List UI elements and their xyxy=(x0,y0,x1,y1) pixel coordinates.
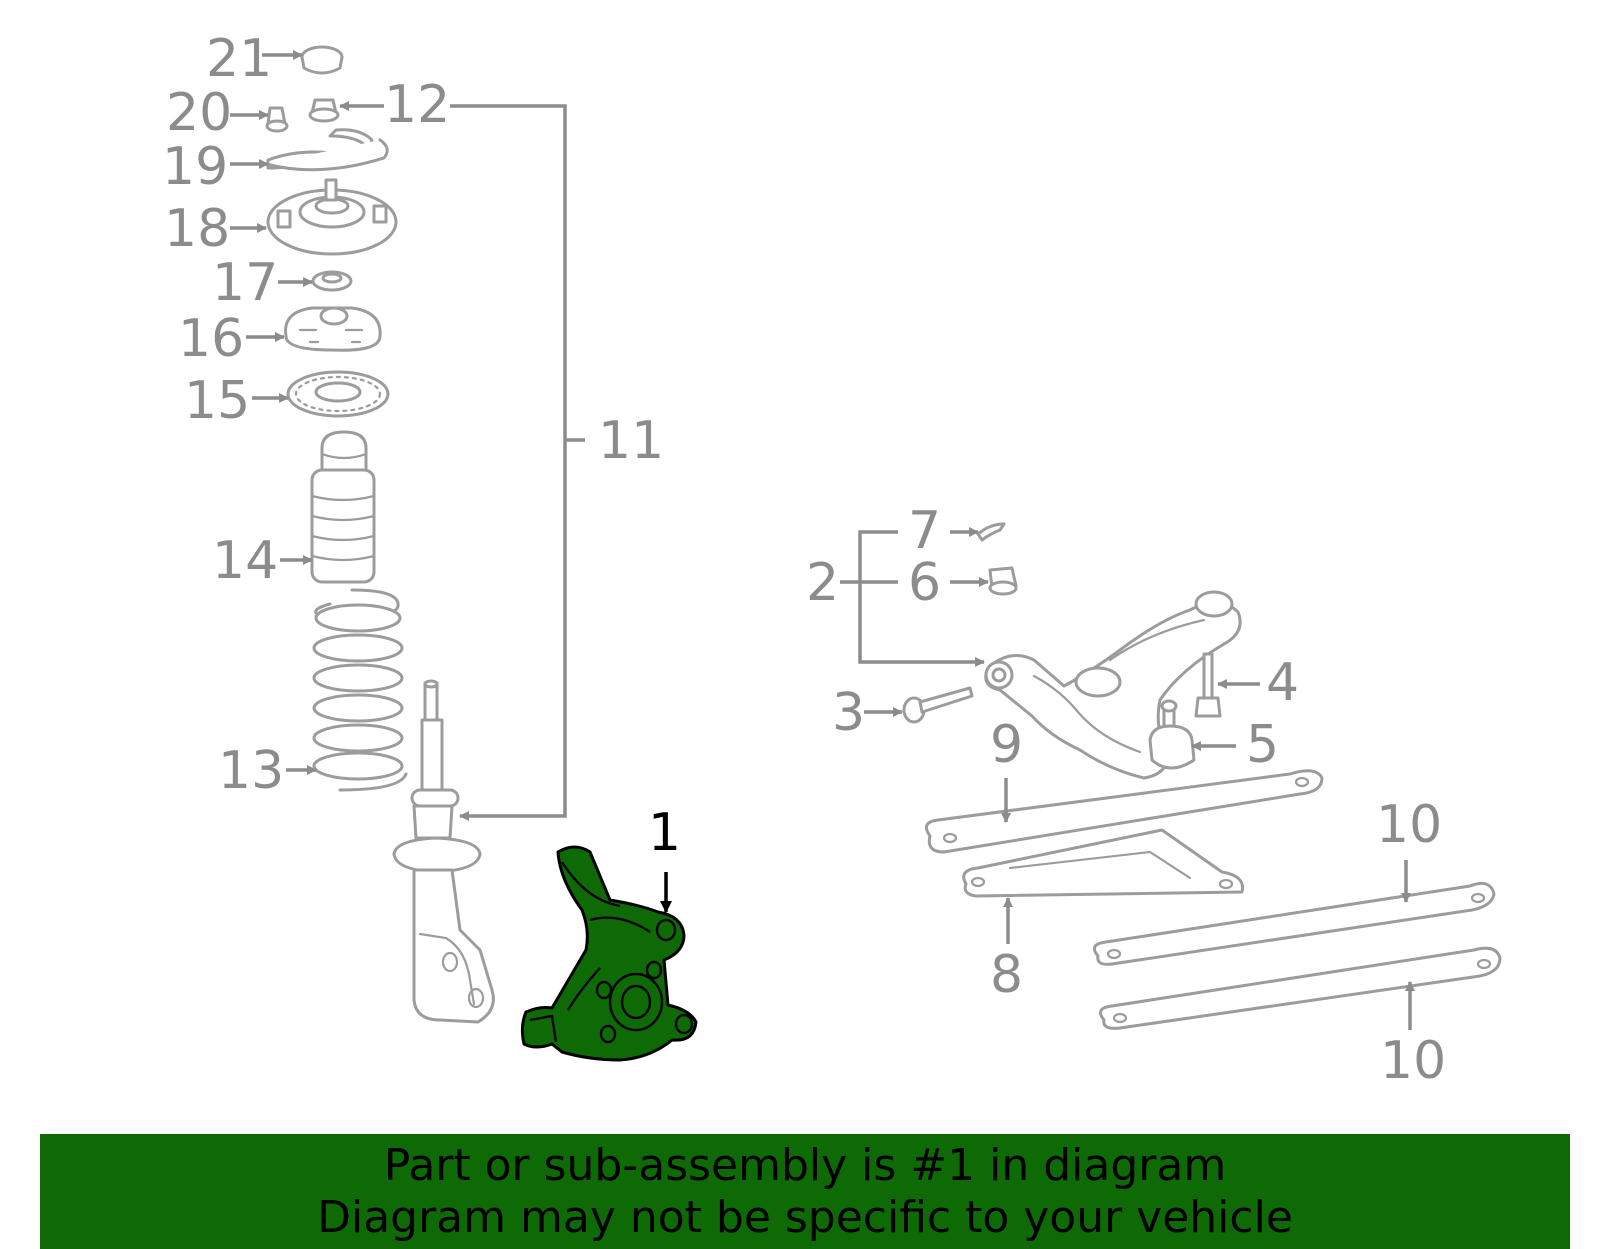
part-8-link xyxy=(962,828,1245,898)
part-13-coil-spring xyxy=(312,588,408,792)
part-7-cotter-pin xyxy=(976,522,1006,542)
part-1-steering-knuckle[interactable] xyxy=(520,845,698,1062)
part-14-bumper-boot xyxy=(310,430,376,584)
callout-18: 18 xyxy=(164,199,230,259)
part-20-nut xyxy=(265,106,289,133)
callout-3: 3 xyxy=(832,683,865,743)
callout-19: 19 xyxy=(162,137,228,197)
callout-1[interactable]: 1 xyxy=(648,803,681,863)
part-9-link xyxy=(924,769,1324,854)
part-19-bracket xyxy=(264,128,389,172)
part-21-bump-cap xyxy=(300,45,344,75)
callout-7: 7 xyxy=(908,501,941,561)
callout-11: 11 xyxy=(598,411,664,471)
part-4-bolt xyxy=(1194,652,1222,718)
leader-lines xyxy=(230,50,1415,1030)
part-2-lower-control-arm xyxy=(984,590,1242,780)
callout-10-upper: 10 xyxy=(1376,795,1442,855)
callout-2: 2 xyxy=(806,553,839,613)
callout-14: 14 xyxy=(212,531,278,591)
banner-line-2: Diagram may not be specific to your vehi… xyxy=(317,1192,1293,1243)
part-3-bolt xyxy=(902,686,974,724)
part-10-link-lower xyxy=(1098,946,1502,1030)
part-12-nut xyxy=(308,98,340,123)
part-15-insulator xyxy=(286,370,390,418)
part-18-strut-mount xyxy=(266,178,398,256)
callout-labels: 21 20 12 19 18 17 16 15 11 14 13 1 7 2 6… xyxy=(162,29,1446,1091)
callout-20: 20 xyxy=(166,83,232,143)
callout-5: 5 xyxy=(1246,715,1279,775)
callout-15: 15 xyxy=(184,371,250,431)
part-17-washer xyxy=(311,270,353,292)
part-6-nut xyxy=(988,566,1018,596)
callout-6: 6 xyxy=(908,553,941,613)
callout-9: 9 xyxy=(990,715,1023,775)
callout-8: 8 xyxy=(990,945,1023,1005)
callout-17: 17 xyxy=(212,253,278,313)
part-11-strut xyxy=(392,679,495,1024)
callout-13: 13 xyxy=(218,741,284,801)
part-10-link-upper xyxy=(1092,881,1496,966)
part-16-upper-seat xyxy=(284,306,382,352)
info-banner: Part or sub-assembly is #1 in diagram Di… xyxy=(40,1134,1570,1249)
callout-12: 12 xyxy=(384,75,450,135)
callout-16: 16 xyxy=(178,309,244,369)
callout-10-lower: 10 xyxy=(1380,1031,1446,1091)
callout-4: 4 xyxy=(1266,653,1299,713)
banner-line-1: Part or sub-assembly is #1 in diagram xyxy=(383,1140,1227,1191)
callout-21: 21 xyxy=(206,29,272,89)
part-5-ball-joint xyxy=(1148,699,1196,770)
